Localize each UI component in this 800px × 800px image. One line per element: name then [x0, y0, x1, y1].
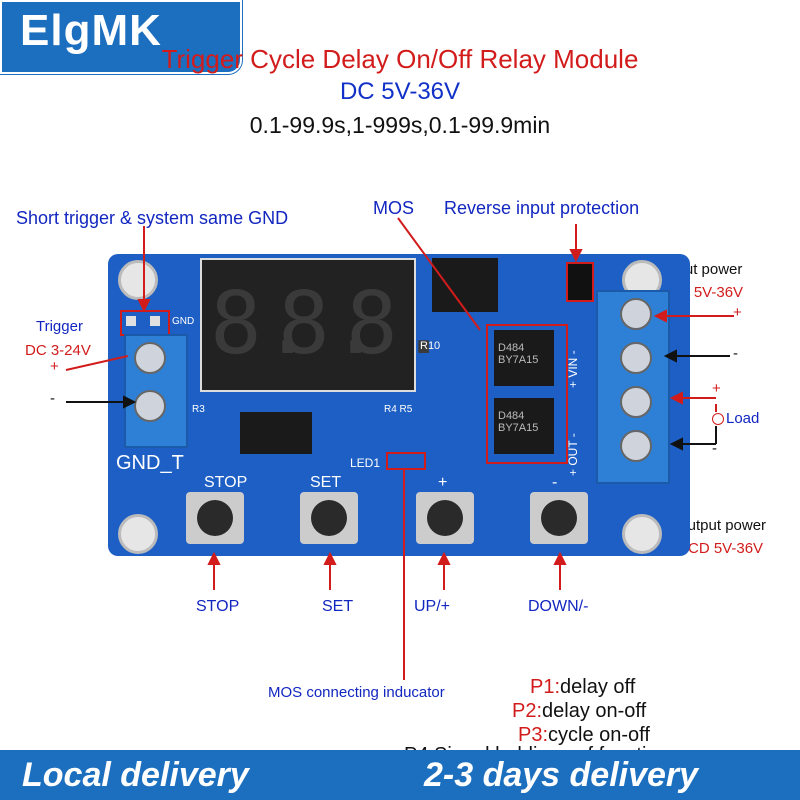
board-stop-label: STOP	[204, 474, 248, 491]
button-cap-icon	[311, 500, 347, 536]
range-title: 0.1-99.9s,1-999s,0.1-99.9min	[249, 112, 551, 138]
board-plus-label: +	[438, 474, 448, 491]
stop-button[interactable]	[186, 492, 244, 544]
screw-icon[interactable]	[134, 390, 166, 422]
mount-hole-icon	[622, 514, 662, 554]
callout-output-power: Output power	[676, 517, 767, 534]
screw-icon[interactable]	[620, 430, 652, 462]
brand-logo-box	[0, 0, 242, 74]
mode-p1: P1:delay off	[530, 676, 635, 699]
callout-output-voltage: CD 5V-36V	[688, 540, 764, 557]
screw-icon[interactable]	[134, 342, 166, 374]
set-caption: SET	[322, 598, 354, 615]
down-caption: DOWN/-	[528, 598, 589, 615]
callout-trigger: Trigger	[36, 318, 83, 335]
voltage-title: DC 5V-36V	[339, 78, 461, 105]
board-set-label: SET	[310, 474, 342, 491]
mode-code: P2:	[512, 700, 543, 722]
input-minus: -	[733, 345, 738, 362]
up-caption: UP/+	[414, 598, 451, 615]
mount-hole-icon	[118, 260, 158, 300]
footer-days-delivery: 2-3 days delivery	[424, 756, 699, 794]
mode-p4: P4:Signal holding...of function	[404, 744, 669, 754]
screw-icon[interactable]	[620, 298, 652, 330]
trigger-plus: +	[50, 358, 59, 375]
callout-load: Load	[726, 410, 760, 427]
set-button[interactable]	[300, 492, 358, 544]
mos-chip: D484 BY7A15	[494, 398, 554, 454]
optocoupler-chip	[240, 412, 312, 454]
button-cap-icon	[427, 500, 463, 536]
callout-reverse-protection: Reverse input protection	[444, 198, 640, 218]
gnd-silkscreen: GND	[172, 316, 195, 327]
regulator-chip	[432, 258, 498, 312]
load-symbol-icon	[712, 413, 724, 425]
down-button[interactable]	[530, 492, 588, 544]
trigger-pad	[126, 316, 136, 326]
callout-short-trigger: Short trigger & system same GND	[16, 208, 289, 228]
button-cap-icon	[197, 500, 233, 536]
mount-hole-icon	[118, 514, 158, 554]
trigger-minus: -	[50, 390, 55, 407]
load-plus: +	[712, 380, 721, 397]
product-title: Trigger Cycle Delay On/Off Relay Module	[161, 44, 639, 74]
trigger-pad	[150, 316, 160, 326]
input-plus: +	[733, 304, 742, 321]
protection-diode	[566, 262, 594, 302]
seven-segment-display: 8. 8. 8.	[200, 258, 450, 392]
load-minus: -	[712, 440, 717, 457]
mode-text: cycle on-off	[548, 724, 650, 746]
callout-trigger-voltage: DC 3-24V	[25, 342, 91, 359]
board-minus-label: -	[552, 474, 558, 491]
screw-icon[interactable]	[620, 386, 652, 418]
screw-icon[interactable]	[620, 342, 652, 374]
mos-highlight	[486, 324, 568, 464]
mode-text: delay off	[560, 676, 636, 698]
callout-mos: MOS	[373, 198, 415, 218]
led-silkscreen: LED1	[350, 456, 381, 470]
gnd-t-label: GND_T	[116, 452, 184, 474]
footer-local-delivery: Local delivery	[22, 756, 249, 794]
button-cap-icon	[541, 500, 577, 536]
mode-text: delay on-off	[542, 700, 647, 722]
r4r5-silkscreen: R4 R5	[384, 404, 413, 415]
mode-code: P1:	[530, 676, 561, 698]
mode-p2: P2:delay on-off	[512, 700, 646, 723]
up-button[interactable]	[416, 492, 474, 544]
mode-code: P3:	[518, 724, 549, 746]
r10-silkscreen: R10	[420, 340, 441, 352]
brand-logo: ElgMK	[20, 6, 162, 55]
callout-mos-indicator: MOS connecting inducator	[268, 684, 445, 701]
mode-p3: P3:cycle on-off	[518, 724, 650, 747]
stop-caption: STOP	[196, 598, 240, 615]
footer-band	[0, 750, 800, 800]
mos-chip: D484 BY7A15	[494, 330, 554, 386]
led-highlight	[386, 452, 426, 470]
r3-silkscreen: R3	[192, 404, 205, 415]
